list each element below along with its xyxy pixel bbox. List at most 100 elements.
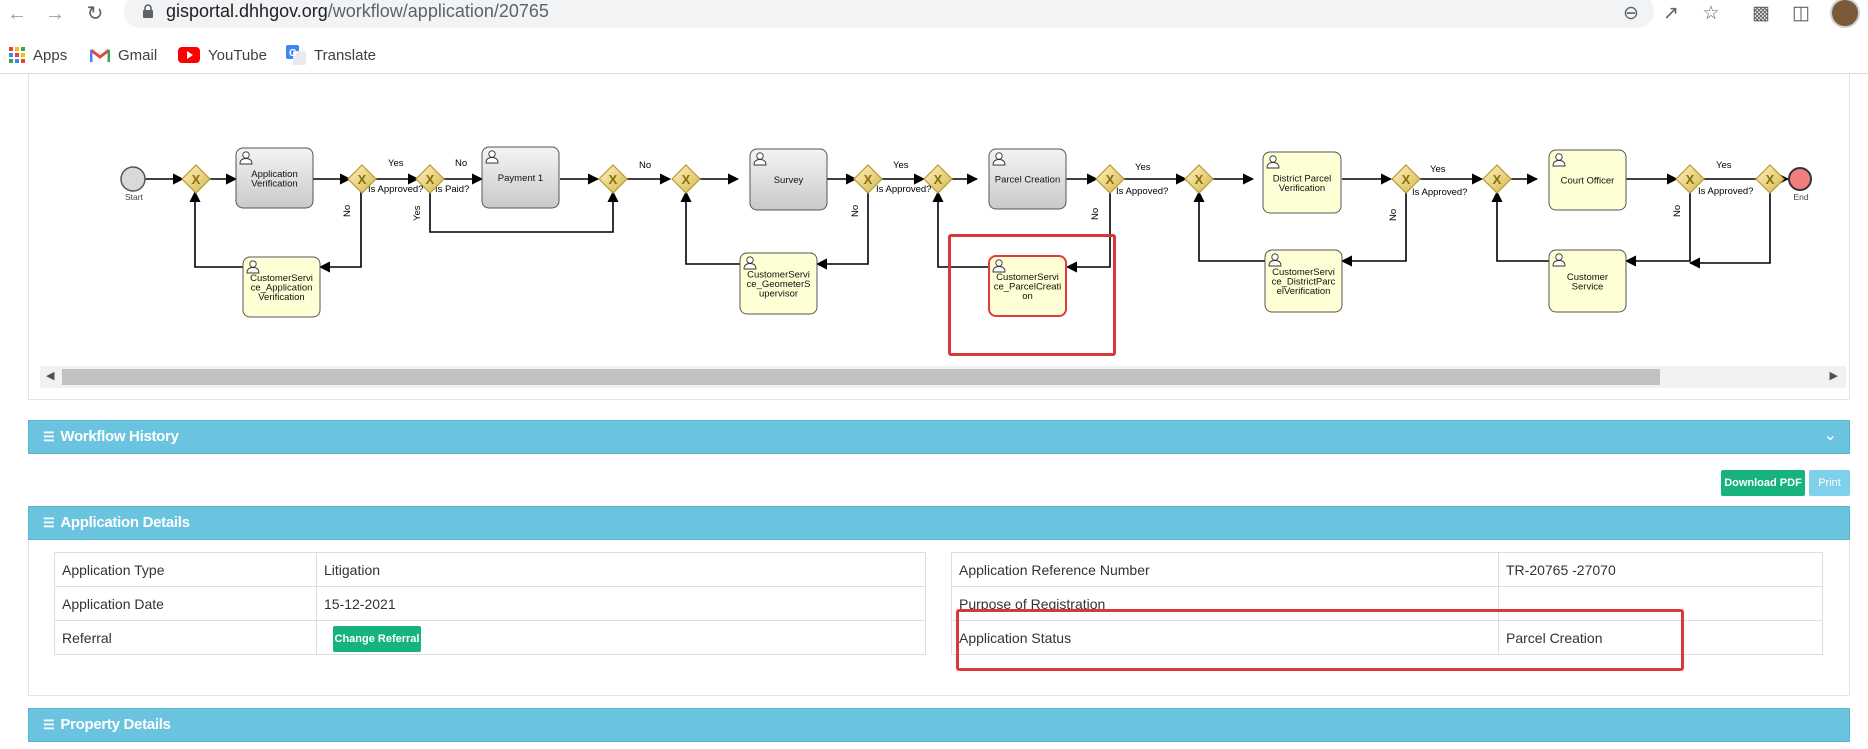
user-task-icon — [246, 260, 260, 274]
exclusive-gateway[interactable]: X — [1391, 164, 1421, 194]
youtube-icon — [178, 47, 200, 63]
label-no: No — [342, 205, 353, 217]
label-no: No — [1388, 209, 1399, 221]
gateway-x-icon: X — [1493, 172, 1502, 187]
workflow-task[interactable]: CustomerService_DistrictParcelVerificati… — [1264, 249, 1343, 313]
exclusive-gateway[interactable]: X — [1482, 164, 1512, 194]
exclusive-gateway[interactable]: X — [671, 164, 701, 194]
reload-icon[interactable]: ↻ — [86, 3, 104, 25]
svg-text:G: G — [289, 48, 297, 59]
back-arrow-icon[interactable]: ← — [7, 3, 27, 25]
details-table-left: Application Type Litigation Application … — [54, 552, 926, 655]
forward-arrow-icon[interactable]: → — [45, 3, 65, 25]
bookmark-gmail[interactable]: Gmail — [90, 43, 157, 67]
exclusive-gateway[interactable]: X — [1755, 164, 1785, 194]
task-label: ce_ParcelCreati — [994, 282, 1062, 293]
detail-value: Litigation — [316, 552, 926, 587]
workflow-task[interactable]: Payment 1 — [481, 146, 560, 209]
table-row: Application Type Litigation — [54, 552, 926, 587]
task-label: Survey — [774, 175, 804, 186]
exclusive-gateway[interactable]: X — [923, 164, 953, 194]
task-label: Verification — [258, 292, 304, 303]
change-referral-button[interactable]: Change Referral — [333, 625, 421, 652]
detail-label: Referral — [54, 620, 317, 655]
task-label: elVerification — [1277, 286, 1331, 297]
user-task-icon — [753, 152, 767, 166]
chevron-down-icon[interactable]: ⌄ — [1823, 427, 1837, 444]
bookmark-star-icon[interactable]: ☆ — [1702, 3, 1720, 24]
bookmark-youtube[interactable]: YouTube — [178, 43, 267, 67]
profile-avatar[interactable] — [1830, 0, 1860, 28]
exclusive-gateway[interactable]: X — [1184, 164, 1214, 194]
lock-icon — [143, 4, 153, 18]
exclusive-gateway[interactable]: X — [1675, 164, 1705, 194]
exclusive-gateway[interactable]: X — [853, 164, 883, 194]
print-button[interactable]: Print — [1809, 470, 1850, 496]
property-details-panel-header[interactable]: ☰Property Details — [28, 708, 1850, 742]
table-row: Purpose of Registration — [951, 586, 1823, 621]
end-event[interactable] — [1788, 167, 1812, 191]
flow-labels: Yes Is Approved? No Is Paid? No Yes Is A… — [342, 158, 1753, 221]
detail-label: Application Type — [54, 552, 317, 587]
exclusive-gateway[interactable]: X — [1095, 164, 1125, 194]
table-row: Application Date 15-12-2021 — [54, 586, 926, 621]
exclusive-gateway[interactable]: X — [415, 164, 445, 194]
gateway-x-icon: X — [1195, 172, 1204, 187]
details-table-right: Application Reference Number TR-20765 -2… — [951, 552, 1823, 655]
end-label: End — [1793, 192, 1808, 202]
label-no: No — [455, 158, 467, 169]
panel-title: Workflow History — [60, 428, 179, 445]
workflow-history-panel-header[interactable]: ☰Workflow History ⌄ — [28, 420, 1850, 454]
side-panel-icon[interactable]: ◫ — [1792, 3, 1810, 24]
download-pdf-button[interactable]: Download PDF — [1721, 470, 1805, 496]
start-event[interactable] — [120, 166, 146, 192]
label-no: No — [639, 160, 651, 171]
scrollbar-thumb[interactable] — [62, 369, 1660, 385]
bookmark-apps[interactable]: Apps — [9, 43, 67, 67]
label-is-paid: Is Paid? — [435, 184, 469, 195]
label-is-approved: Is Approved? — [1698, 186, 1753, 197]
address-bar[interactable]: gisportal.dhhgov.org/workflow/applicatio… — [124, 0, 1654, 28]
application-details-panel-header[interactable]: ☰Application Details — [28, 506, 1850, 540]
task-label: upervisor — [759, 289, 798, 300]
table-row: Application Reference Number TR-20765 -2… — [951, 552, 1823, 587]
sequence-flows — [145, 173, 1790, 273]
highlight-application-status — [956, 609, 1684, 671]
user-task-icon — [1268, 253, 1282, 267]
task-label: ce_DistrictParc — [1272, 277, 1336, 288]
extensions-puzzle-icon[interactable]: ▩ — [1752, 3, 1770, 24]
workflow-task[interactable]: Court Officer — [1548, 149, 1627, 211]
exclusive-gateway[interactable]: X — [181, 164, 211, 194]
user-task-icon — [239, 151, 253, 165]
label-yes: Yes — [1135, 162, 1151, 173]
task-label: ce_GeometerS — [747, 279, 811, 290]
diagram-scrollbar[interactable]: ◀ ▶ — [40, 366, 1846, 388]
workflow-task[interactable]: Survey — [749, 148, 828, 211]
start-label: Start — [125, 192, 144, 202]
highlight-active-task — [948, 234, 1116, 356]
scroll-right-icon[interactable]: ▶ — [1829, 370, 1838, 382]
table-row: Application Status Parcel Creation — [951, 620, 1823, 655]
page-content: Yes Is Approved? No Is Paid? No Yes Is A… — [0, 74, 1868, 749]
detail-label: Application Reference Number — [951, 552, 1499, 587]
workflow-task[interactable]: Parcel Creation — [988, 148, 1067, 210]
label-no: No — [850, 205, 861, 217]
bookmark-translate[interactable]: G Translate — [286, 43, 376, 67]
label-yes: Yes — [412, 205, 423, 221]
gateway-x-icon: X — [864, 172, 873, 187]
share-icon[interactable]: ↗ — [1663, 3, 1679, 24]
zoom-out-icon[interactable]: ⊖ — [1623, 3, 1639, 24]
scroll-left-icon[interactable]: ◀ — [46, 370, 55, 382]
exclusive-gateway[interactable]: X — [598, 164, 628, 194]
gateway-x-icon: X — [192, 172, 201, 187]
exclusive-gateway[interactable]: X — [347, 164, 377, 194]
gateway-x-icon: X — [934, 172, 943, 187]
